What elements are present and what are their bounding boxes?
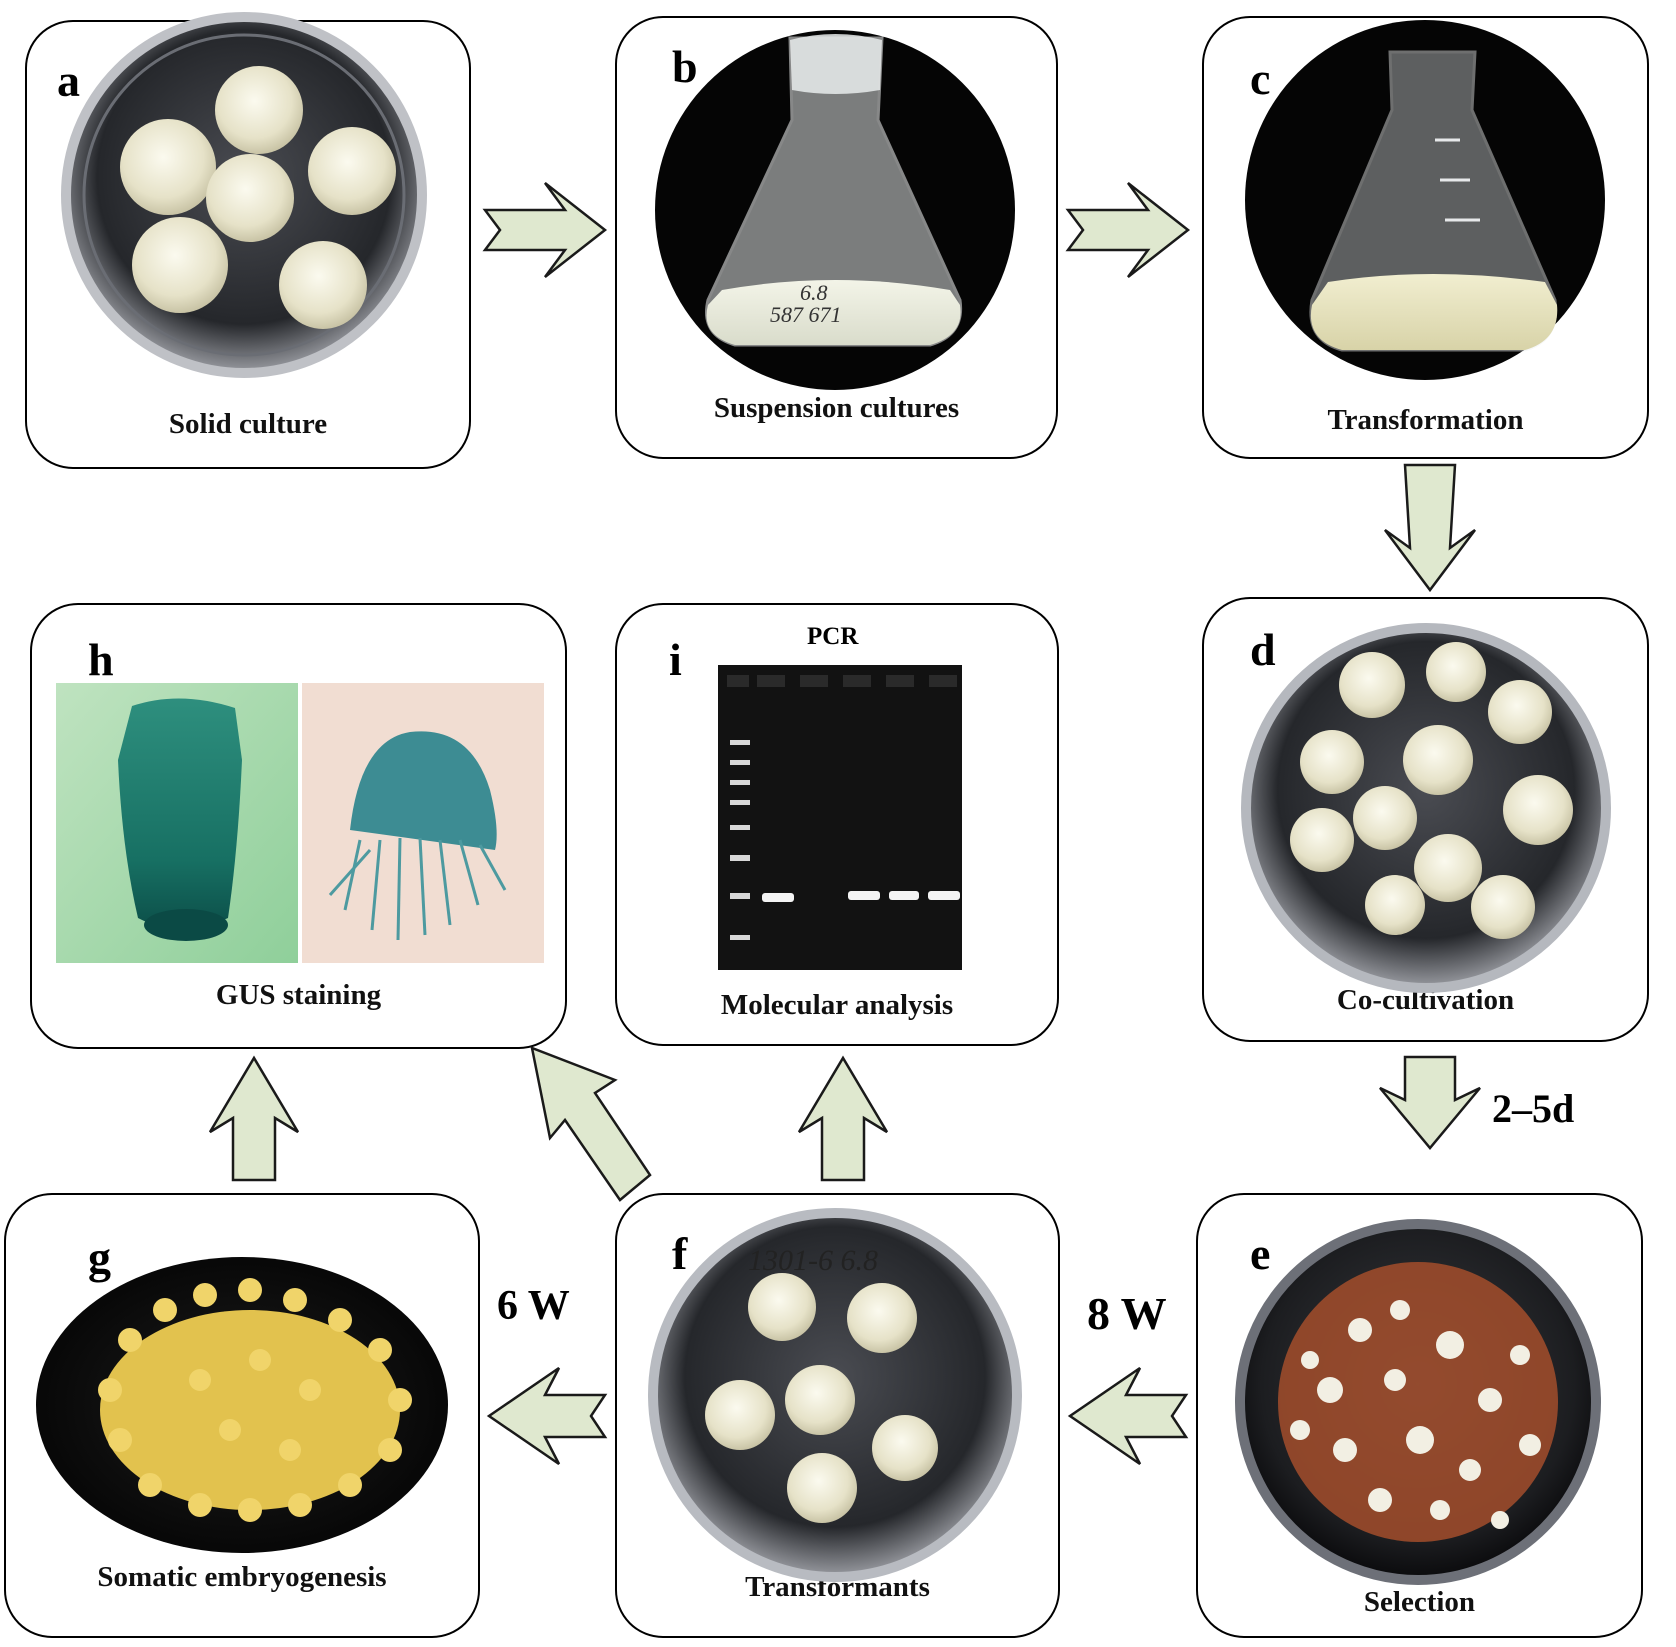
arrow-a-to-b <box>482 182 608 278</box>
arrow-f-to-h <box>530 1046 652 1202</box>
pcr-label: PCR <box>807 623 859 650</box>
arrow-label-duration: 6 W <box>497 1283 570 1329</box>
dish-photo-d <box>1241 623 1611 993</box>
dish-photo-f: 1301-6 6.8 <box>648 1208 1022 1582</box>
arrow-f-to-i <box>797 1055 889 1182</box>
arrow-c-to-d <box>1384 463 1476 593</box>
arrow-label-duration: 8 W <box>1087 1288 1167 1339</box>
flask-handwriting: 587 671 <box>770 302 842 327</box>
gus-photo-h <box>56 683 544 963</box>
panel-caption: Transformation <box>1327 404 1524 436</box>
panel-letter: h <box>88 634 114 685</box>
panel-letter: i <box>669 634 682 685</box>
panel-caption: Selection <box>1363 1586 1476 1618</box>
panel-letter: d <box>1250 624 1276 675</box>
flask-photo-b: 6.8 587 671 <box>655 30 1015 390</box>
callus <box>132 217 228 313</box>
callus <box>120 119 216 215</box>
arrow-d-to-e <box>1379 1055 1481 1150</box>
dish-photo-e <box>1235 1219 1601 1585</box>
panel-letter: f <box>672 1228 688 1279</box>
arrow-f-to-g <box>486 1366 608 1466</box>
arrow-label-duration: 2–5d <box>1492 1086 1575 1131</box>
arrow-g-to-h <box>208 1055 300 1182</box>
panel-caption: Suspension cultures <box>713 392 960 424</box>
flask-photo-c <box>1245 20 1605 380</box>
arrow-e-to-f <box>1067 1366 1189 1466</box>
panel-caption: Somatic embryogenesis <box>97 1561 387 1593</box>
callus <box>206 154 294 242</box>
panel-letter: a <box>57 55 80 106</box>
dish-handwriting: 1301-6 6.8 <box>748 1244 878 1277</box>
callus <box>215 66 303 154</box>
dish-photo-a <box>61 12 427 378</box>
panel-letter: b <box>672 41 698 92</box>
callus <box>308 127 396 215</box>
arrow-b-to-c <box>1065 182 1191 278</box>
panel-letter: e <box>1250 1228 1271 1279</box>
panel-letter: g <box>88 1232 111 1283</box>
embryo-photo-g <box>36 1257 448 1553</box>
gel-photo-i <box>718 665 962 970</box>
panel-caption: GUS staining <box>215 979 382 1011</box>
callus <box>279 241 367 329</box>
panel-caption: Molecular analysis <box>720 989 954 1021</box>
panel-caption: Solid culture <box>168 408 328 440</box>
flask-handwriting: 6.8 <box>800 280 828 305</box>
panel-letter: c <box>1250 53 1271 104</box>
